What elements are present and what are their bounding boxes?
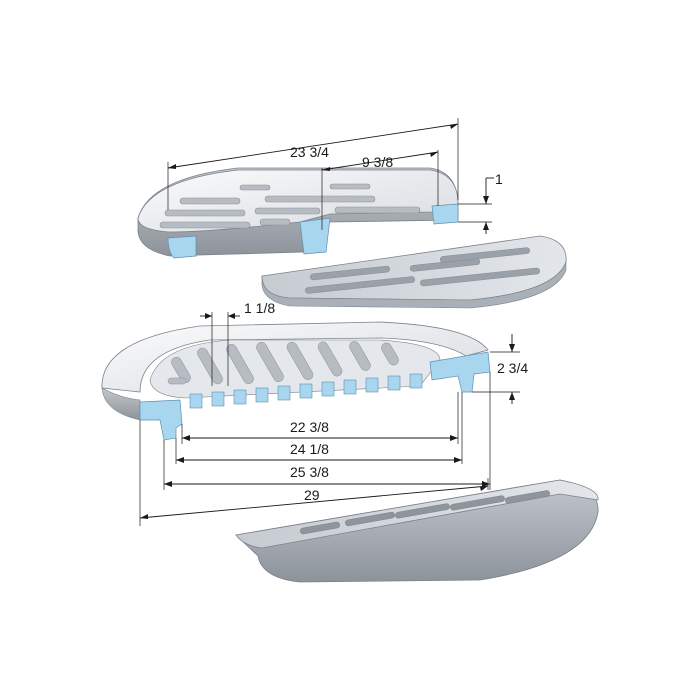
dim-frame-seat-width: 1 1/8 <box>244 300 275 316</box>
dimension-2-3-4 <box>472 334 520 404</box>
dim-top-grate-offset: 9 3/8 <box>362 154 393 170</box>
dimension-1 <box>458 177 494 234</box>
dim-seat-diameter: 24 1/8 <box>290 441 329 457</box>
top-grate-section-right <box>431 203 459 225</box>
dim-frame-outer-diameter: 29 <box>304 487 320 503</box>
top-grate-section-left <box>167 235 197 259</box>
frame-section-left <box>139 399 183 441</box>
frame-underside <box>235 479 599 583</box>
top-grate-section-mid <box>299 217 331 255</box>
dim-top-grate-width: 23 3/4 <box>290 144 329 160</box>
dimension-1-1-8 <box>200 312 240 386</box>
dimension-25-3-8 <box>163 372 491 490</box>
dimension-22-3-8 <box>181 392 459 444</box>
dim-top-grate-thickness: 1 <box>495 171 503 187</box>
top-grate-underside <box>261 235 567 309</box>
dim-frame-inner-diameter: 25 3/8 <box>290 464 329 480</box>
dimension-9-3-8 <box>321 150 439 230</box>
dim-inner-opening: 22 3/8 <box>290 419 329 435</box>
dimension-29 <box>139 420 489 526</box>
frame-grate-slots <box>167 341 399 385</box>
top-grate-slots <box>159 183 421 229</box>
dim-frame-depth: 2 3/4 <box>497 360 528 376</box>
dimension-24-1-8 <box>175 392 463 464</box>
frame-grate-bar-sections <box>189 373 423 409</box>
frame-with-grate-section <box>101 321 491 441</box>
dimension-23-3-4 <box>167 118 459 210</box>
top-grate-section <box>137 167 459 259</box>
